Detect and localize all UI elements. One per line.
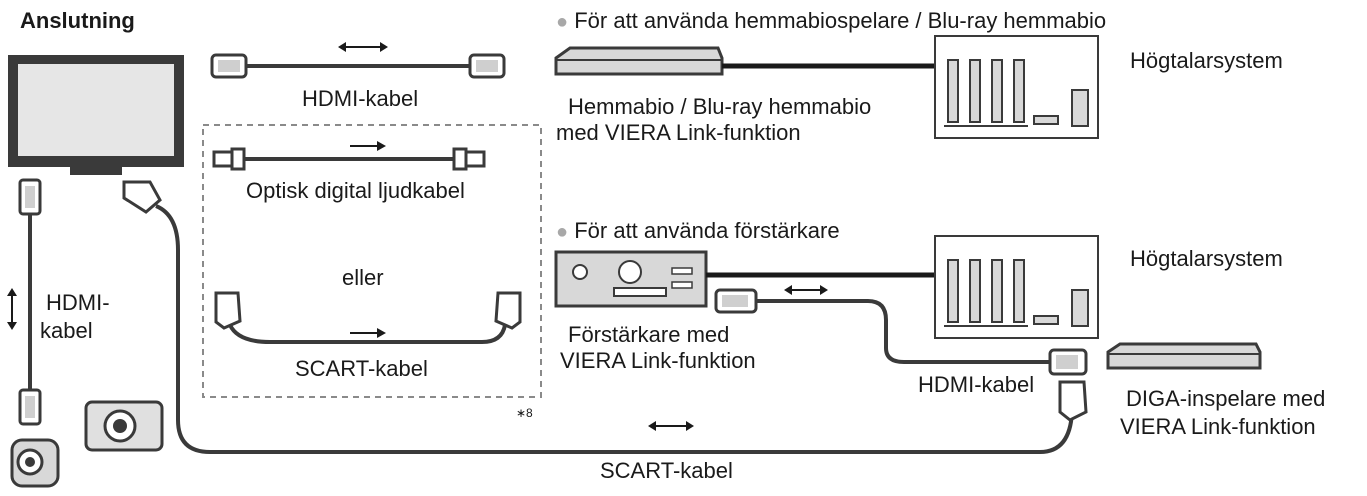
or-label: eller bbox=[342, 265, 384, 290]
alternative-cables-box bbox=[202, 124, 542, 398]
footnote-mark: ∗8 bbox=[516, 406, 533, 420]
hdmi-cable-diga-icon bbox=[714, 288, 1088, 376]
diga-recorder-icon bbox=[1106, 342, 1262, 370]
tv-icon bbox=[8, 55, 184, 175]
amplifier-heading: ● För att använda förstärkare bbox=[556, 218, 840, 245]
scart-cable-bottom-label: SCART-kabel bbox=[600, 458, 733, 483]
home-theater-device-line2: med VIERA Link-funktion bbox=[556, 120, 801, 145]
camera-icon bbox=[84, 400, 164, 452]
page-title: Anslutning bbox=[20, 8, 135, 33]
bidirectional-arrow-icon bbox=[648, 421, 694, 431]
arrow-right-icon bbox=[350, 328, 386, 338]
diga-label-line1: DIGA-inspelare med bbox=[1126, 386, 1326, 411]
hdmi-diga-label: HDMI-kabel bbox=[918, 372, 1035, 397]
hdmi-cable-top-icon bbox=[210, 53, 506, 79]
amplifier-icon bbox=[554, 250, 708, 308]
optical-cable-icon bbox=[212, 147, 486, 171]
bidirectional-arrow-icon bbox=[338, 42, 388, 52]
home-theater-heading-text: För att använda hemmabiospelare / Blu-ra… bbox=[574, 8, 1107, 33]
optical-cable-label: Optisk digital ljudkabel bbox=[246, 178, 465, 203]
vertical-arrow-icon bbox=[7, 288, 17, 330]
home-theater-player-icon bbox=[554, 46, 724, 76]
scart-cable-long-icon bbox=[122, 180, 1088, 454]
speaker-system-icon bbox=[934, 35, 1099, 139]
amplifier-device-line1: Förstärkare med bbox=[568, 322, 730, 347]
scart-cable-box-label: SCART-kabel bbox=[295, 356, 428, 381]
diga-label-line2: VIERA Link-funktion bbox=[1120, 414, 1316, 439]
camcorder-icon bbox=[10, 438, 60, 488]
scart-cable-box-icon bbox=[214, 291, 522, 344]
home-theater-heading: ● För att använda hemmabiospelare / Blu-… bbox=[556, 8, 1106, 35]
hdmi-cable-top-label: HDMI-kabel bbox=[302, 86, 419, 111]
bullet-icon: ● bbox=[556, 11, 569, 33]
hdmi-cable-left-icon bbox=[18, 178, 42, 426]
amplifier-heading-text: För att använda förstärkare bbox=[574, 218, 840, 243]
arrow-right-icon bbox=[350, 141, 386, 151]
hdmi-left-label-line1: HDMI- bbox=[46, 290, 110, 315]
amplifier-device-line2: VIERA Link-funktion bbox=[560, 348, 756, 373]
bullet-icon: ● bbox=[556, 221, 569, 243]
speaker-label-1: Högtalarsystem bbox=[1130, 48, 1283, 73]
home-theater-device-line1: Hemmabio / Blu-ray hemmabio bbox=[568, 94, 872, 119]
speaker-system-icon bbox=[934, 235, 1099, 339]
hdmi-left-label-line2: kabel bbox=[40, 318, 93, 343]
speaker-label-2: Högtalarsystem bbox=[1130, 246, 1283, 271]
bidirectional-arrow-icon bbox=[784, 285, 828, 295]
